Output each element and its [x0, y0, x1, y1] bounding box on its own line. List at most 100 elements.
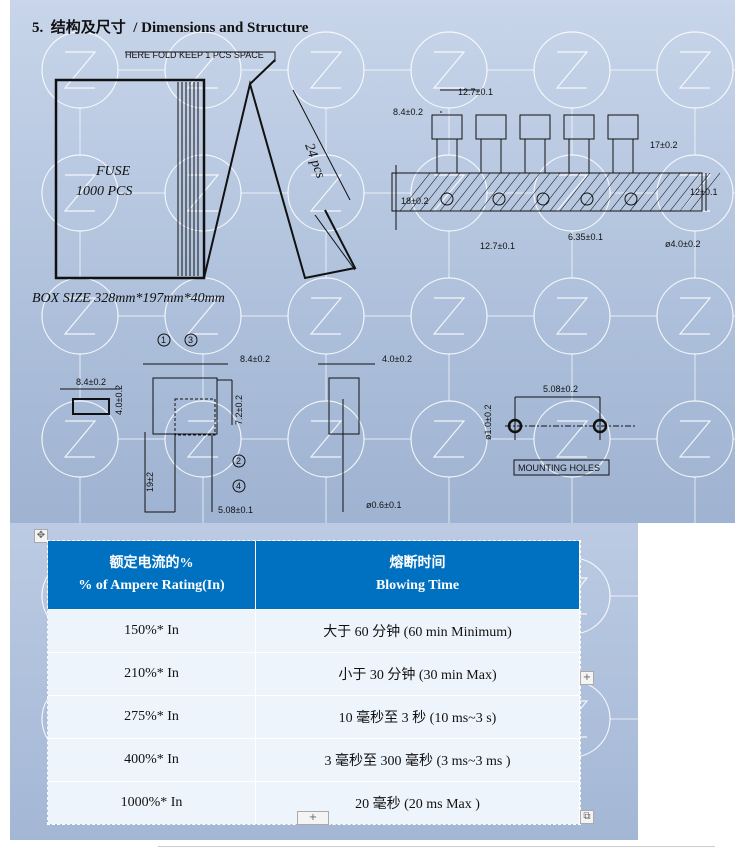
- section-title-en: / Dimensions and Structure: [133, 20, 309, 36]
- tape-hatch: [509, 172, 541, 212]
- tape-hatch: [569, 172, 601, 212]
- mounting-pitch: 5.08±0.2: [543, 384, 578, 394]
- tape-hatch: [609, 172, 641, 212]
- lead-diameter: ø0.6±0.1: [366, 500, 401, 510]
- tape-hatch: [519, 172, 551, 212]
- rating-cell: 400%* In: [48, 738, 256, 782]
- tape-hatch: [439, 172, 471, 212]
- front-width: 8.4±0.2: [240, 354, 270, 364]
- time-cell: 3 毫秒至 300 毫秒 (3 ms~3 ms ): [255, 738, 580, 782]
- tape-half-pitch: 6.35±0.1: [568, 232, 603, 242]
- watermark-logo: [656, 31, 735, 155]
- part-dimension-views: 8.4±0.2 4.0±0.2 8.4±0.2 7.2±0.2 19±2 5.0…: [60, 333, 412, 515]
- watermark-logo: [287, 31, 411, 155]
- header-rating-cn: 额定电流的%: [109, 556, 194, 571]
- watermark-logo: [410, 277, 534, 401]
- callout-2: 2: [236, 456, 241, 466]
- tape-hatch: [579, 172, 611, 212]
- callout-3: 3: [188, 335, 193, 345]
- tape-hatch: [639, 172, 671, 212]
- watermark-logo: [410, 400, 534, 523]
- watermark-logo: [410, 31, 534, 155]
- fold-note: HERE FOLD KEEP 1 PCS SPACE: [125, 50, 264, 60]
- table-resize-right-handle[interactable]: +: [580, 671, 594, 685]
- rating-cell: 275%* In: [48, 695, 256, 739]
- tape-hatch: [599, 172, 631, 212]
- tape-hatch: [459, 172, 491, 212]
- tape-hatch: [489, 172, 521, 212]
- table-move-handle[interactable]: ✥: [34, 529, 48, 543]
- tape-part-height: 17±0.2: [650, 140, 677, 150]
- page-divider: [158, 846, 715, 847]
- lead-pitch: 5.08±0.1: [218, 505, 253, 515]
- tape-pitch-top: 12.7±0.1: [458, 87, 493, 97]
- taped-fuse: [563, 114, 595, 206]
- header-time-en: Blowing Time: [375, 578, 460, 593]
- tape-hatch: [659, 172, 691, 212]
- tape-part-width: 8.4±0.2: [393, 107, 423, 117]
- top-view-depth: 4.0±0.2: [114, 385, 124, 415]
- mounting-hole-diameter: ø1.0±0.2: [483, 405, 493, 440]
- front-height: 7.2±0.2: [234, 395, 244, 425]
- section-number: 5.: [32, 20, 44, 36]
- tape-hatch: [419, 172, 451, 212]
- time-cell: 小于 30 分钟 (30 min Max): [255, 652, 580, 696]
- watermark-logo: [41, 31, 165, 155]
- tape-hatch: [689, 172, 721, 212]
- watermark-logo: [656, 154, 735, 278]
- tape-width: 18±0.2: [401, 196, 428, 206]
- callout-1: 1: [161, 335, 166, 345]
- pcs-count-label: 24 pcs: [301, 141, 328, 181]
- tape-hatch: [449, 172, 481, 212]
- tape-reel-drawing: 12.7±0.1 8.4±0.2 17±0.2 18±0.2 12±0.1 12…: [391, 87, 721, 251]
- tape-pitch-bottom: 12.7±0.1: [480, 241, 515, 251]
- tape-hatch: [669, 172, 701, 212]
- tape-hatch: [479, 172, 511, 212]
- watermark-logo: [41, 154, 165, 278]
- tape-hatch: [619, 172, 651, 212]
- watermark-logo: [533, 277, 657, 401]
- watermark-logo: [656, 400, 735, 523]
- tape-hatch: [679, 172, 711, 212]
- rating-cell: 210%* In: [48, 652, 256, 696]
- tape-hatch: [559, 172, 591, 212]
- tape-hatch: [429, 172, 461, 212]
- dimensions-drawing: 5. 结构及尺寸 / Dimensions and Structure HERE…: [10, 0, 735, 523]
- mounting-holes-label: MOUNTING HOLES: [518, 463, 600, 473]
- tape-hatch: [399, 172, 431, 212]
- watermark-logo: [287, 400, 411, 523]
- taped-fuse: [431, 114, 463, 206]
- watermark-logo: [656, 277, 735, 401]
- section-title-cn: 结构及尺寸: [50, 20, 126, 36]
- table-resize-corner-handle[interactable]: ⧉: [580, 810, 594, 824]
- header-rating-en: % of Ampere Rating(In): [78, 578, 225, 593]
- time-cell: 大于 60 分钟 (60 min Minimum): [255, 609, 580, 653]
- packing-box-drawing: HERE FOLD KEEP 1 PCS SPACE FUSE 1000 PCS…: [32, 50, 357, 306]
- rating-cell: 1000%* In: [48, 781, 256, 824]
- taped-fuse: [519, 114, 551, 206]
- taped-fuse: [607, 114, 639, 206]
- tape-hatch: [469, 172, 501, 212]
- tape-hatch: [409, 172, 441, 212]
- tape-hatch: [629, 172, 661, 212]
- section-heading: 5. 结构及尺寸 / Dimensions and Structure: [32, 16, 308, 37]
- tape-hatch: [539, 172, 571, 212]
- tape-hatch: [499, 172, 531, 212]
- box-label-fuse: FUSE: [95, 164, 131, 179]
- watermark-logo: [533, 400, 657, 523]
- box-size-label: BOX SIZE 328mm*197mm*40mm: [32, 291, 225, 306]
- tape-hatch: [549, 172, 581, 212]
- tape-hatch: [649, 172, 681, 212]
- header-rating: 额定电流的% % of Ampere Rating(In): [48, 541, 256, 610]
- watermark-logo: [287, 277, 411, 401]
- mounting-holes-drawing: 5.08±0.2 ø1.0±0.2 MOUNTING HOLES: [483, 384, 635, 476]
- top-view-width: 8.4±0.2: [76, 377, 106, 387]
- table-add-row-handle[interactable]: +: [297, 811, 329, 825]
- box-label-count: 1000 PCS: [76, 184, 132, 199]
